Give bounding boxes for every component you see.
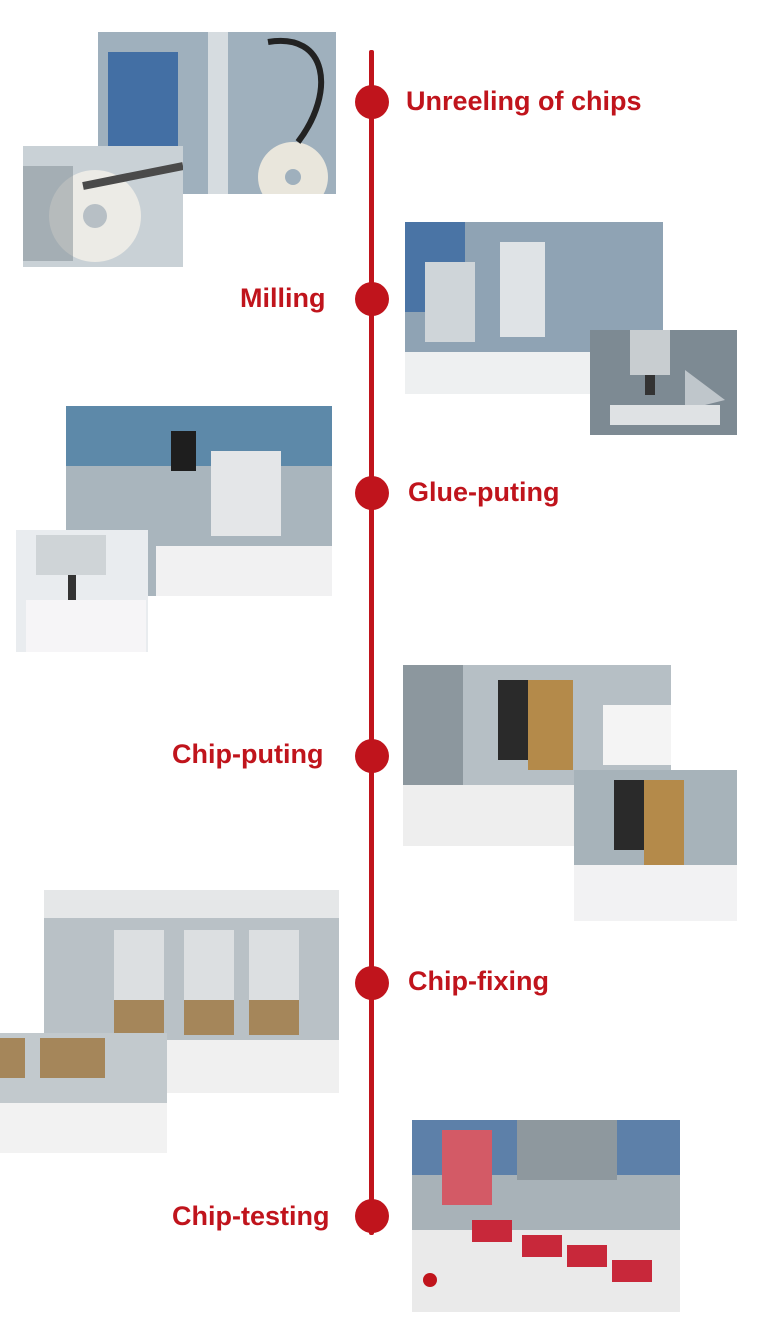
photo-milling-tool [590,330,737,435]
timeline-dot-chip-puting [355,739,389,773]
timeline-dot-milling [355,282,389,316]
step-label-milling: Milling [240,283,326,313]
timeline-dot-chip-fixing [355,966,389,1000]
photo-chip-puting-machine [403,665,671,846]
photo-unreeling-machine [98,32,336,194]
photo-chip-fixing-close [0,1033,167,1153]
step-label-unreeling: Unreeling of chips [406,86,642,116]
photo-milling-machine [405,222,663,394]
photo-glue-card [16,530,148,652]
step-label-chip-testing: Chip-testing [172,1201,330,1231]
timeline-line [369,50,374,1235]
photo-chip-puting-head [574,770,737,921]
photo-chip-testing-machine [412,1120,680,1312]
step-label-chip-fixing: Chip-fixing [408,966,549,996]
step-label-glue: Glue-puting [408,477,560,507]
photo-chip-fixing-heads [44,890,339,1093]
step-label-chip-puting: Chip-puting [172,739,324,769]
timeline-dot-unreeling [355,85,389,119]
photo-unreeling-reel [23,146,183,267]
timeline-dot-chip-testing [355,1199,389,1233]
timeline-dot-glue [355,476,389,510]
